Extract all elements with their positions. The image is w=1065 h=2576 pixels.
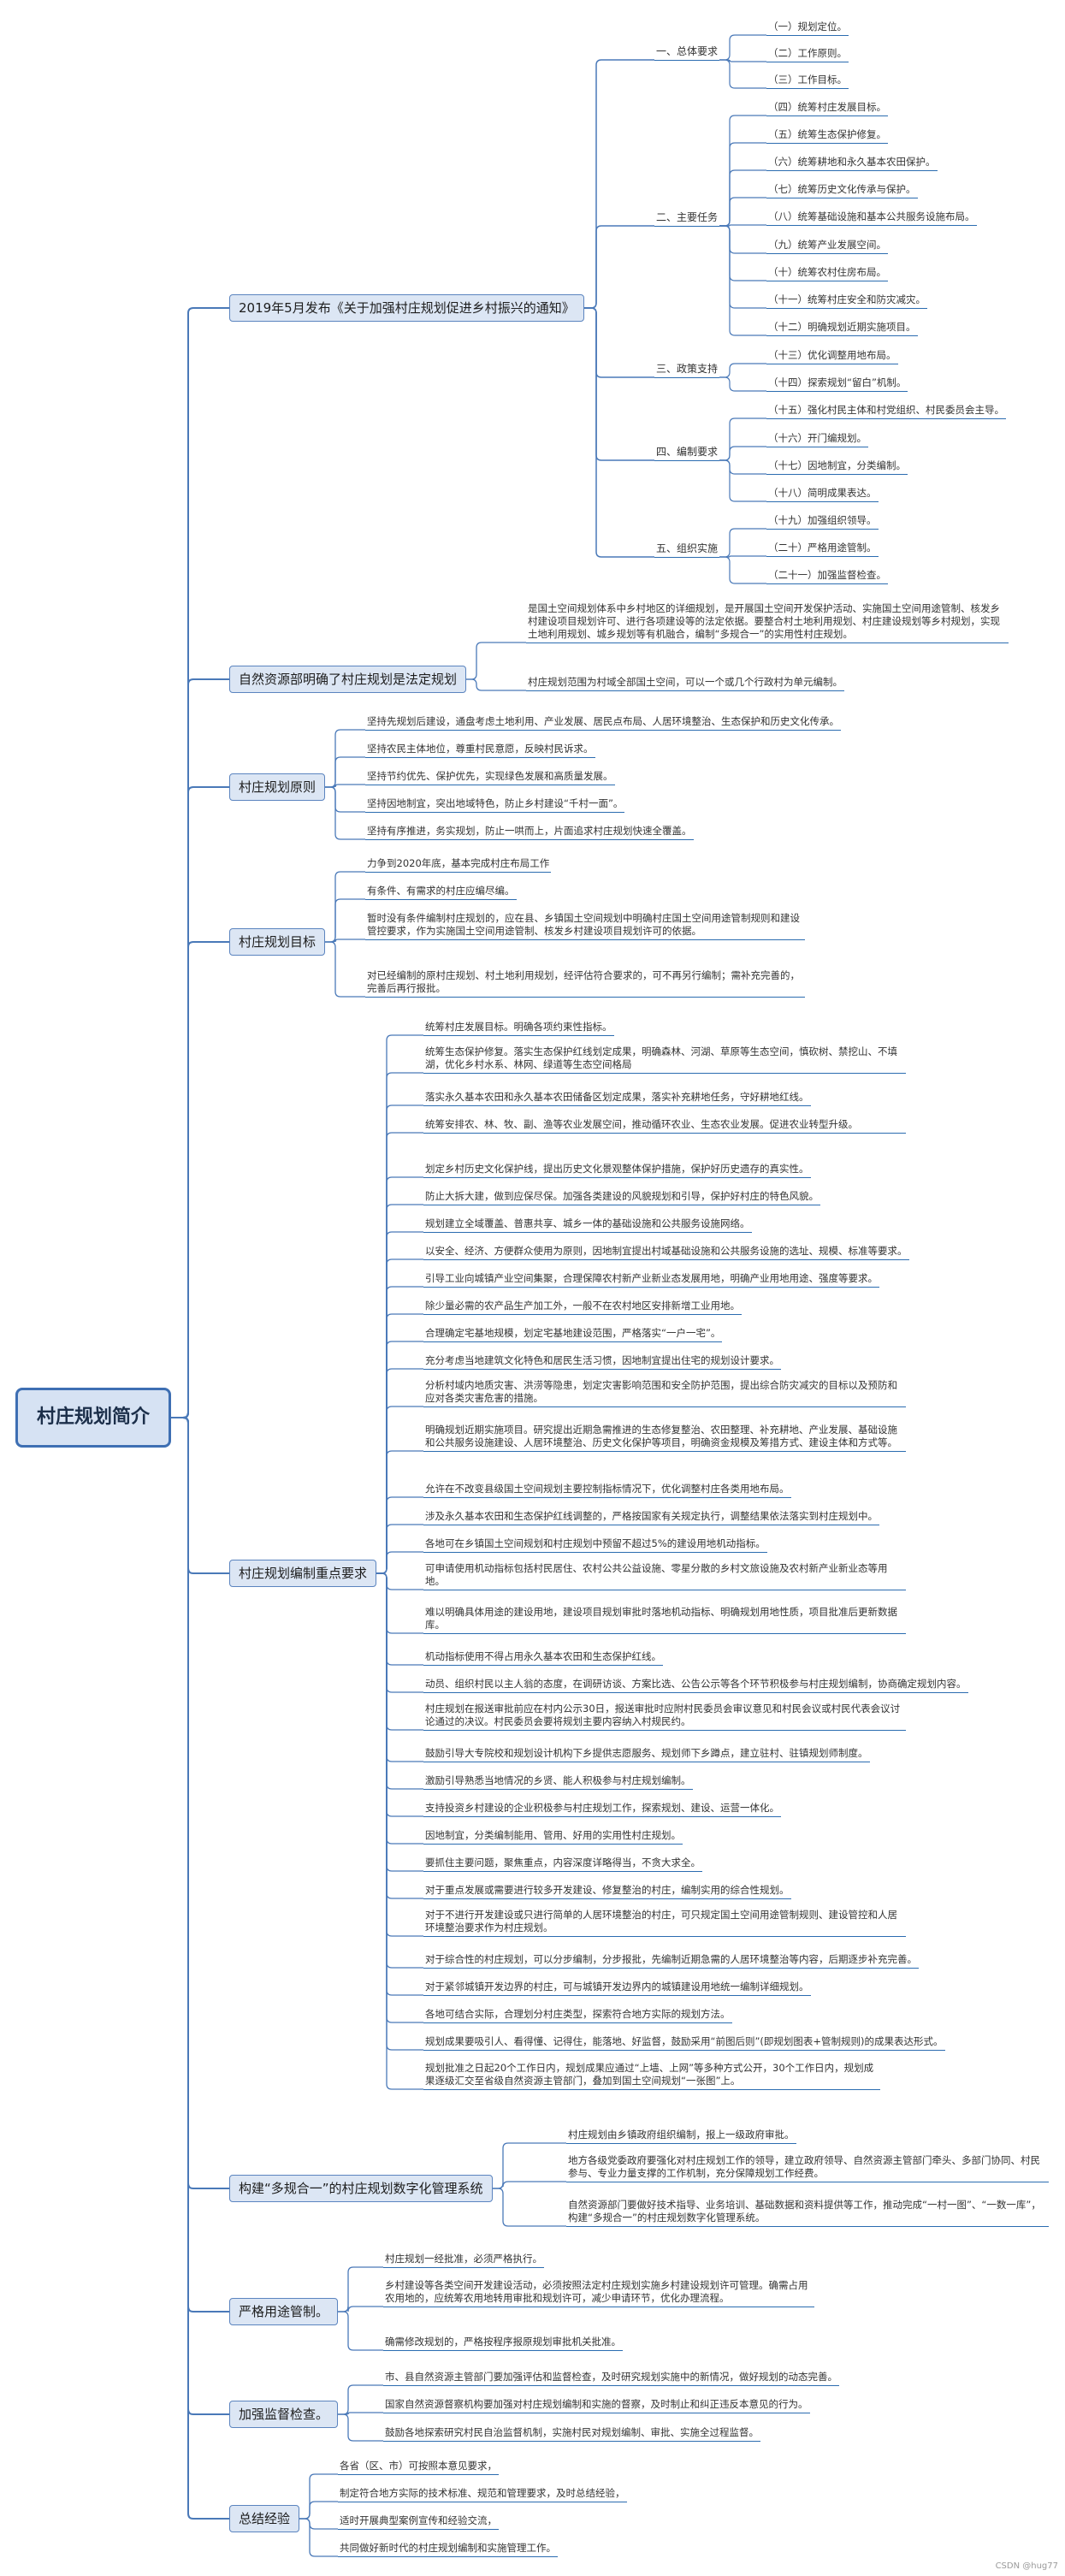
leaf-item[interactable]: 防止大拆大建，做到应保尽保。加强各类建设的风貌规划和引导，保护好村庄的特色风貌。 — [423, 1190, 820, 1205]
group-overall-requirements[interactable]: 一、总体要求 — [654, 44, 720, 61]
leaf-item[interactable]: 坚持节约优先、保护优先，实现绿色发展和高质量发展。 — [365, 770, 615, 785]
branch-digital-system[interactable]: 构建“多规合一”的村庄规划数字化管理系统 — [229, 2175, 493, 2202]
leaf-item[interactable]: 统筹安排农、林、牧、副、渔等农业发展空间，推动循环农业、生态农业发展。促进农业转… — [423, 1118, 906, 1134]
leaf-item[interactable]: （十三）优化调整用地布局。 — [766, 349, 898, 364]
leaf-item[interactable]: 各地可结合实际，合理划分村庄类型，探索符合地方实际的规划方法。 — [423, 2008, 732, 2023]
leaf-item[interactable]: 统筹生态保护修复。落实生态保护红线划定成果，明确森林、河湖、草原等生态空间，慎砍… — [423, 1045, 906, 1074]
leaf-item[interactable]: （十）统筹农村住房布局。 — [766, 266, 888, 281]
leaf-item[interactable]: 因地制宜，分类编制能用、管用、好用的实用性村庄规划。 — [423, 1829, 683, 1845]
leaf-item[interactable]: 动员、组织村民以主人翁的态度，在调研访谈、方案比选、公告公示等各个环节积极参与村… — [423, 1678, 968, 1693]
leaf-item[interactable]: 有条件、有需求的村庄应编尽编。 — [365, 885, 517, 900]
leaf-item[interactable]: 落实永久基本农田和永久基本农田储备区划定成果，落实补充耕地任务，守好耕地红线。 — [423, 1091, 811, 1106]
leaf-item[interactable]: 坚持因地制宜，突出地域特色，防止乡村建设“千村一面”。 — [365, 797, 625, 813]
leaf-item[interactable]: （六）统筹耕地和永久基本农田保护。 — [766, 156, 938, 171]
leaf-item[interactable]: 力争到2020年底，基本完成村庄布局工作 — [365, 857, 552, 873]
leaf-item[interactable]: 难以明确具体用途的建设用地，建设项目规划审批时落地机动指标、明确规划用地性质，项… — [423, 1606, 906, 1634]
leaf-item[interactable]: 统筹村庄发展目标。明确各项约束性指标。 — [423, 1021, 614, 1036]
root-topic[interactable]: 村庄规划简介 — [15, 1388, 172, 1448]
leaf-item[interactable]: 村庄规划在报送审批前应在村内公示30日，报送审批时应附村民委员会审议意见和村民会… — [423, 1703, 906, 1731]
leaf-item[interactable]: 村庄规划范围为村域全部国土空间，可以一个或几个行政村为单元编制。 — [526, 676, 844, 691]
leaf-item[interactable]: （三）工作目标。 — [766, 74, 849, 89]
group-policy-support[interactable]: 三、政策支持 — [654, 362, 720, 378]
leaf-item[interactable]: （二）工作原则。 — [766, 47, 849, 62]
leaf-item[interactable]: （十一）统筹村庄安全和防灾减灾。 — [766, 293, 927, 309]
leaf-item[interactable]: 适时开展典型案例宣传和经验交流， — [338, 2514, 499, 2530]
leaf-item[interactable]: 坚持先规划后建设，通盘考虑土地利用、产业发展、居民点布局、人居环境整治、生态保护… — [365, 715, 841, 731]
leaf-item[interactable]: 可申请使用机动指标包括村民居住、农村公共公益设施、零星分散的乡村文旅设施及农村新… — [423, 1562, 906, 1590]
leaf-item[interactable]: 规划批准之日起20个工作日内，规划成果应通过“上墙、上网”等多种方式公开，30个… — [423, 2062, 880, 2090]
branch-statutory-plan[interactable]: 自然资源部明确了村庄规划是法定规划 — [229, 666, 467, 693]
leaf-item[interactable]: （十二）明确规划近期实施项目。 — [766, 321, 918, 336]
branch-summary[interactable]: 总结经验 — [229, 2505, 300, 2532]
leaf-item[interactable]: （八）统筹基础设施和基本公共服务设施布局。 — [766, 210, 977, 226]
leaf-item[interactable]: （一）规划定位。 — [766, 21, 849, 36]
leaf-item[interactable]: （十九）加强组织领导。 — [766, 514, 879, 530]
leaf-item[interactable]: 暂时没有条件编制村庄规划的，应在县、乡镇国土空间规划中明确村庄国土空间用途管制规… — [365, 912, 805, 940]
leaf-item[interactable]: 坚持有序推进，务实规划，防止一哄而上，片面追求村庄规划快速全覆盖。 — [365, 825, 694, 840]
leaf-item[interactable]: 允许在不改变县级国土空间规划主要控制指标情况下，优化调整村庄各类用地布局。 — [423, 1483, 791, 1498]
leaf-item[interactable]: 鼓励各地探索研究村民自治监督机制，实施村民对规划编制、审批、实施全过程监督。 — [383, 2426, 760, 2442]
leaf-item[interactable]: （十四）探索规划“留白”机制。 — [766, 376, 908, 392]
leaf-item[interactable]: （七）统筹历史文化传承与保护。 — [766, 183, 918, 198]
group-organization-implementation[interactable]: 五、组织实施 — [654, 542, 720, 558]
branch-goals[interactable]: 村庄规划目标 — [229, 928, 326, 956]
leaf-item[interactable]: 合理确定宅基地规模，划定宅基地建设范围，严格落实“一户一宅”。 — [423, 1327, 723, 1342]
leaf-item[interactable]: 各地可在乡镇国土空间规划和村庄规划中预留不超过5%的建设用地机动指标。 — [423, 1537, 767, 1553]
leaf-item[interactable]: 以安全、经济、方便群众使用为原则，因地制宜提出村域基础设施和公共服务设施的选址、… — [423, 1245, 909, 1260]
leaf-item[interactable]: 规划成果要吸引人、看得懂、记得住，能落地、好监督，鼓励采用“前图后则”(即规划图… — [423, 2035, 945, 2051]
leaf-item[interactable]: 支持投资乡村建设的企业积极参与村庄规划工作，探索规划、建设、运营一体化。 — [423, 1802, 781, 1817]
leaf-item[interactable]: （十七）因地制宜，分类编制。 — [766, 459, 908, 475]
leaf-item[interactable]: 制定符合地方实际的技术标准、规范和管理要求，及时总结经验， — [338, 2487, 627, 2502]
leaf-item[interactable]: 规划建立全域覆盖、普惠共享、城乡一体的基础设施和公共服务设施网络。 — [423, 1217, 752, 1233]
leaf-item[interactable]: （五）统筹生态保护修复。 — [766, 128, 888, 144]
leaf-item[interactable]: 对于综合性的村庄规划，可以分步编制，分步报批，先编制近期急需的人居环境整治等内容… — [423, 1953, 919, 1969]
leaf-item[interactable]: 国家自然资源督察机构要加强对村庄规划编制和实施的督察，及时制止和纠正违反本意见的… — [383, 2398, 810, 2413]
leaf-item[interactable]: （十六）开门编规划。 — [766, 432, 868, 447]
leaf-item[interactable]: 市、县自然资源主管部门要加强评估和监督检查，及时研究规划实施中的新情况，做好规划… — [383, 2371, 839, 2386]
leaf-item[interactable]: 对于重点发展或需要进行较多开发建设、修复整治的村庄，编制实用的综合性规划。 — [423, 1884, 791, 1899]
leaf-item[interactable]: 乡村建设等各类空间开发建设活动，必须按照法定村庄规划实施乡村建设规划许可管理。确… — [383, 2279, 814, 2307]
leaf-item[interactable]: （九）统筹产业发展空间。 — [766, 239, 888, 254]
leaf-item[interactable]: 鼓励引导大专院校和规划设计机构下乡提供志愿服务、规划师下乡蹲点，建立驻村、驻镇规… — [423, 1747, 870, 1762]
leaf-item[interactable]: 激励引导熟悉当地情况的乡贤、能人积极参与村庄规划编制。 — [423, 1774, 693, 1790]
leaf-item[interactable]: 地方各级党委政府要强化对村庄规划工作的领导，建立政府领导、自然资源主管部门牵头、… — [566, 2154, 1049, 2182]
leaf-item[interactable]: 机动指标使用不得占用永久基本农田和生态保护红线。 — [423, 1650, 663, 1666]
footer-watermark: CSDN @hug77 — [995, 2561, 1058, 2571]
leaf-item[interactable]: 共同做好新时代的村庄规划编制和实施管理工作。 — [338, 2542, 558, 2557]
leaf-item[interactable]: （二十）严格用途管制。 — [766, 542, 879, 557]
leaf-item[interactable]: 坚持农民主体地位，尊重村民意愿，反映村民诉求。 — [365, 743, 595, 758]
leaf-item[interactable]: 各省（区、市）可按照本意见要求， — [338, 2460, 499, 2475]
leaf-item[interactable]: 村庄规划由乡镇政府组织编制，报上一级政府审批。 — [566, 2129, 796, 2144]
branch-notice-2019[interactable]: 2019年5月发布《关于加强村庄规划促进乡村振兴的通知》 — [229, 294, 584, 322]
leaf-item[interactable]: 是国土空间规划体系中乡村地区的详细规划，是开展国土空间开发保护活动、实施国土空间… — [526, 602, 1009, 643]
leaf-item[interactable]: 充分考虑当地建筑文化特色和居民生活习惯，因地制宜提出住宅的规划设计要求。 — [423, 1354, 781, 1370]
leaf-item[interactable]: （十五）强化村民主体和村党组织、村民委员会主导。 — [766, 404, 1006, 419]
group-compilation-requirements[interactable]: 四、编制要求 — [654, 445, 720, 461]
leaf-item[interactable]: 引导工业向城镇产业空间集聚，合理保障农村新产业新业态发展用地，明确产业用地用途、… — [423, 1272, 879, 1288]
leaf-item[interactable]: 要抓住主要问题，聚焦重点，内容深度详略得当，不贪大求全。 — [423, 1856, 702, 1872]
leaf-item[interactable]: 自然资源部门要做好技术指导、业务培训、基础数据和资料提供等工作，推动完成“一村一… — [566, 2199, 1049, 2227]
group-main-tasks[interactable]: 二、主要任务 — [654, 210, 720, 227]
leaf-item[interactable]: （十八）简明成果表达。 — [766, 487, 879, 502]
leaf-item[interactable]: 村庄规划一经批准，必须严格执行。 — [383, 2253, 544, 2268]
leaf-item[interactable]: 对于紧邻城镇开发边界的村庄，可与城镇开发边界内的城镇建设用地统一编制详细规划。 — [423, 1981, 811, 1996]
leaf-item[interactable]: 确需修改规划的，严格按程序报原规划审批机关批准。 — [383, 2336, 623, 2351]
leaf-item[interactable]: 除少量必需的农产品生产加工外，一般不在农村地区安排新增工业用地。 — [423, 1300, 742, 1315]
leaf-item[interactable]: （二十一）加强监督检查。 — [766, 569, 888, 584]
branch-principles[interactable]: 村庄规划原则 — [229, 773, 326, 801]
leaf-item[interactable]: 分析村域内地质灾害、洪涝等隐患，划定灾害影响范围和安全防护范围，提出综合防灾减灾… — [423, 1379, 906, 1407]
leaf-item[interactable]: 对于不进行开发建设或只进行简单的人居环境整治的村庄，可只规定国土空间用途管制规则… — [423, 1909, 906, 1937]
leaf-item[interactable]: 对已经编制的原村庄规划、村土地利用规划，经评估符合要求的，可不再另行编制；需补充… — [365, 969, 805, 998]
leaf-item[interactable]: 明确规划近期实施项目。研究提出近期急需推进的生态修复整治、农田整理、补充耕地、产… — [423, 1424, 906, 1452]
branch-use-control[interactable]: 严格用途管制。 — [229, 2298, 339, 2325]
leaf-item[interactable]: 涉及永久基本农田和生态保护红线调整的，严格按国家有关规定执行，调整结果依法落实到… — [423, 1510, 879, 1525]
leaf-item[interactable]: 划定乡村历史文化保护线，提出历史文化景观整体保护措施，保护好历史遗存的真实性。 — [423, 1163, 811, 1178]
leaf-item[interactable]: （四）统筹村庄发展目标。 — [766, 101, 888, 116]
branch-supervision[interactable]: 加强监督检查。 — [229, 2401, 339, 2428]
branch-key-requirements[interactable]: 村庄规划编制重点要求 — [229, 1560, 377, 1587]
